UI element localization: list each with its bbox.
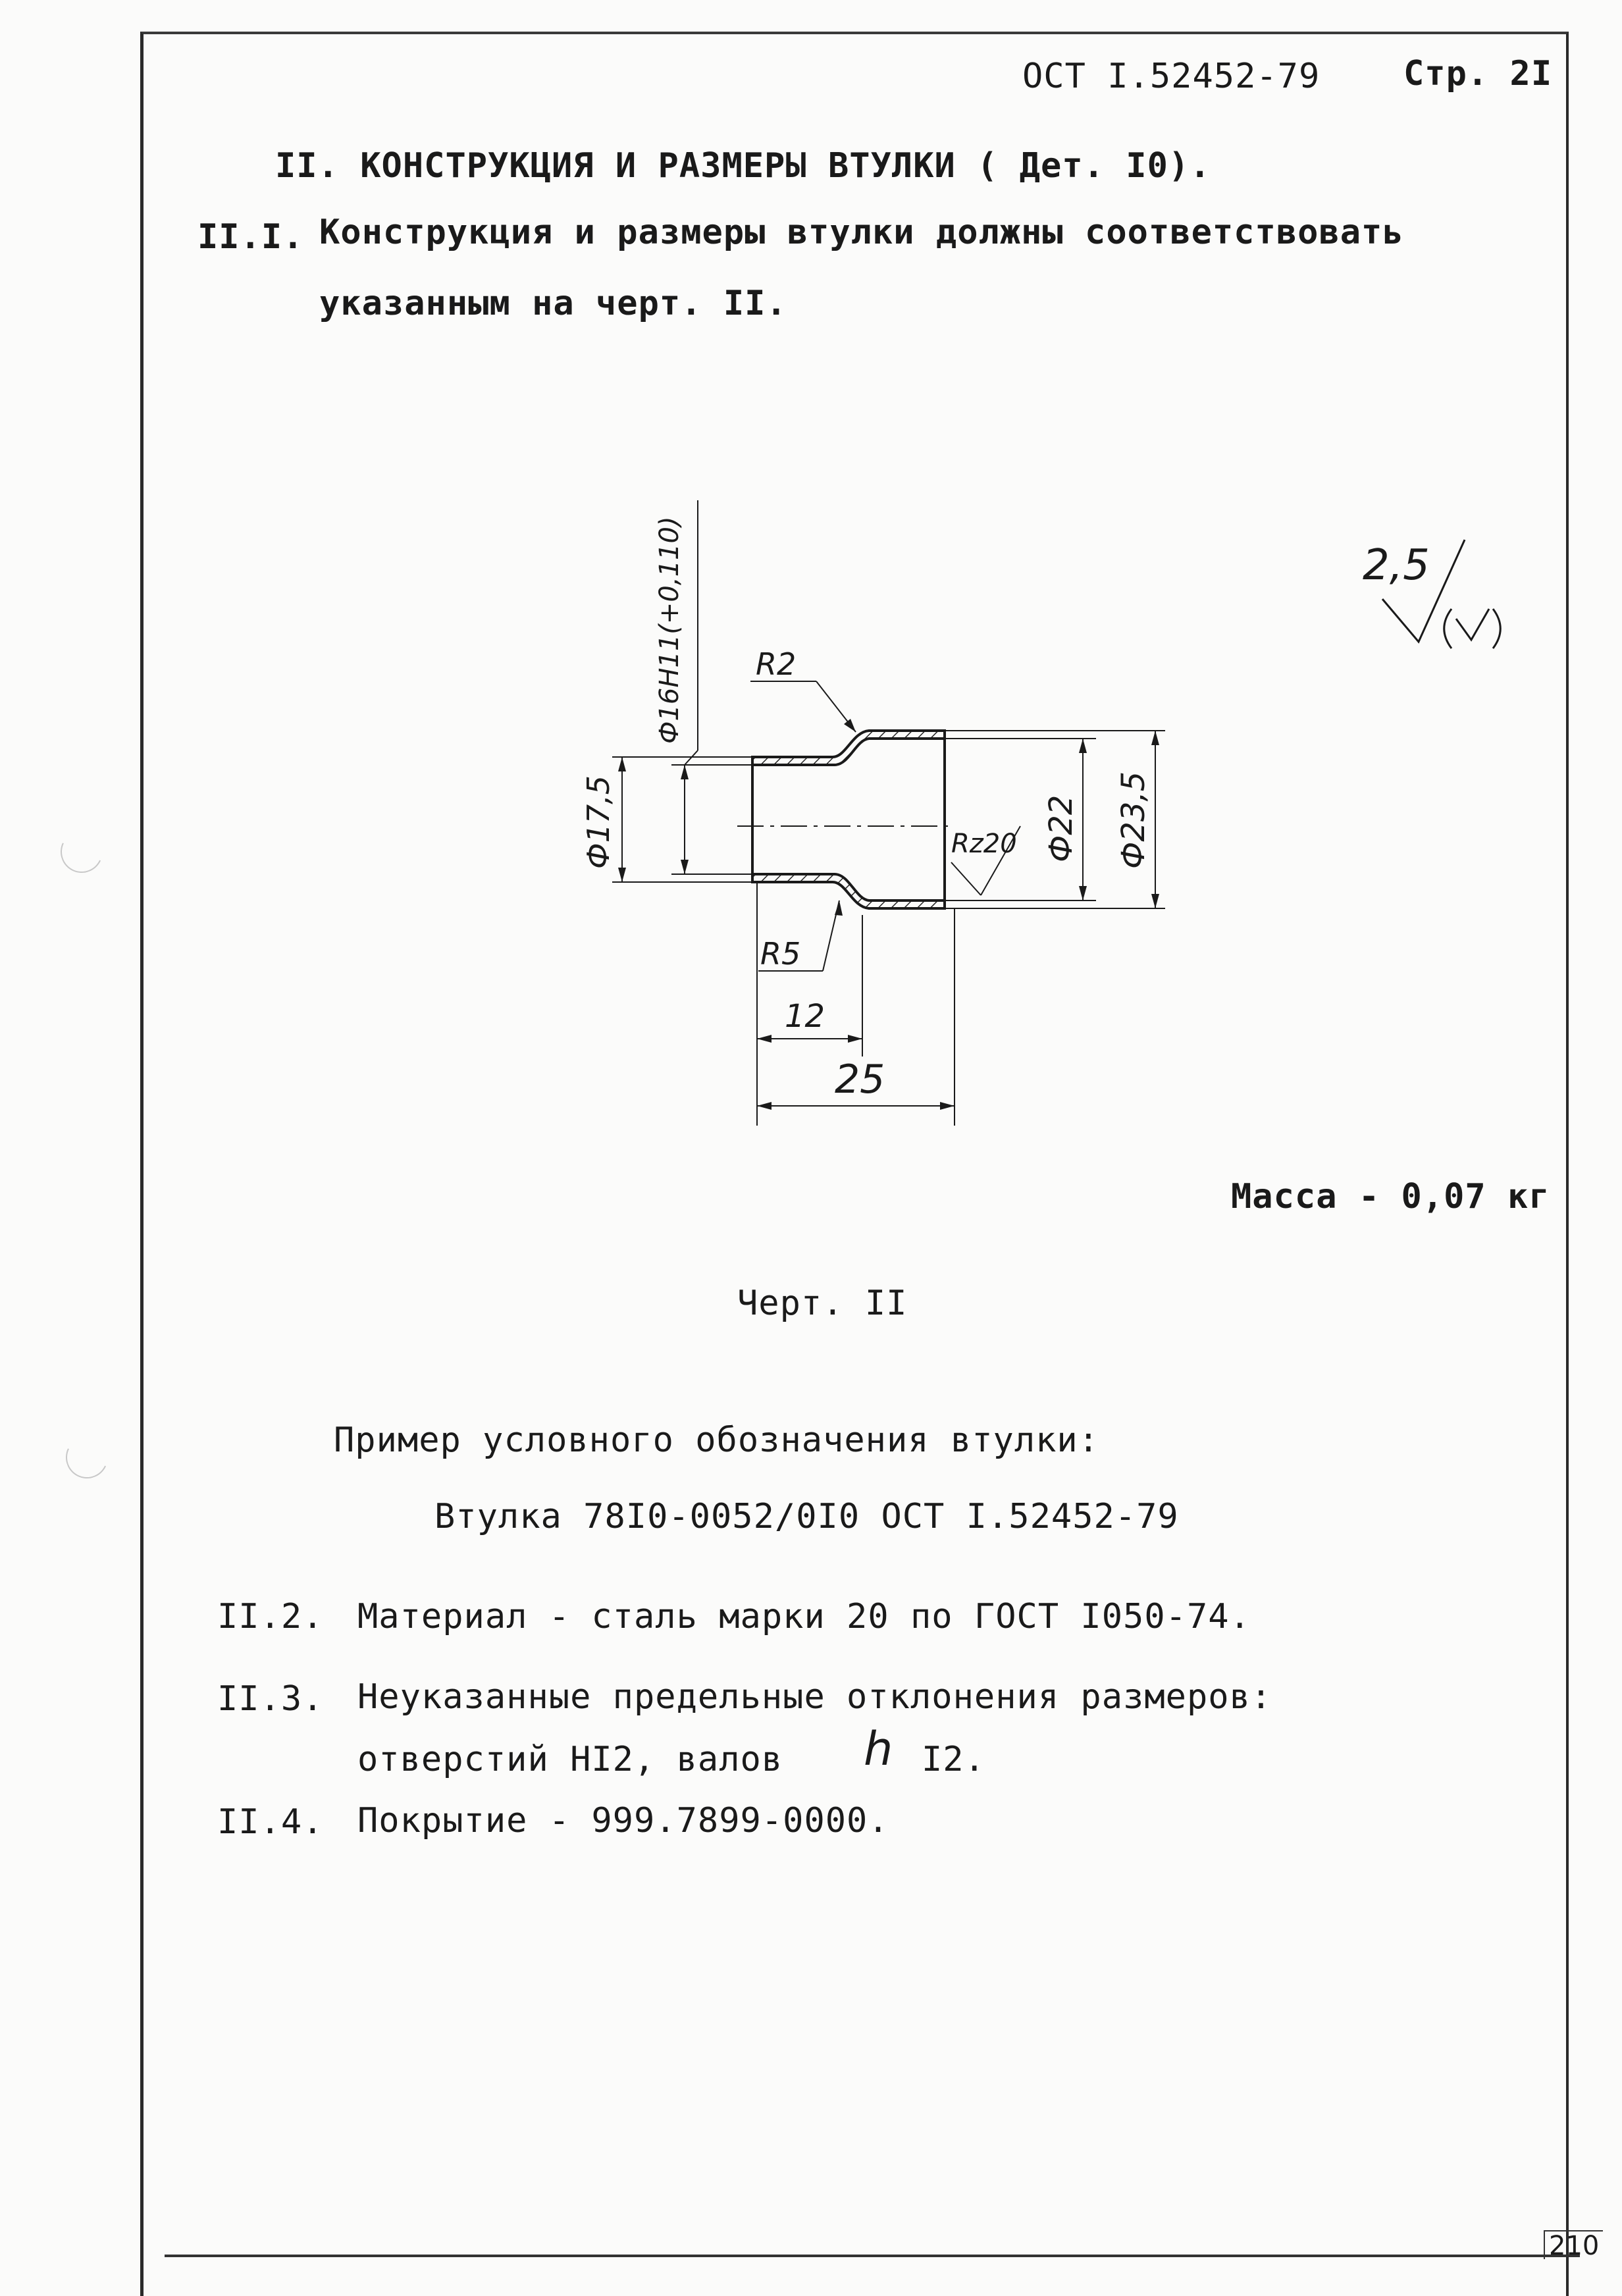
designation-value: Втулка 78I0-0052/0I0 ОСТ I.52452-79 [434,1497,1179,1536]
arrow [835,900,843,916]
drawing-caption: Черт. II [737,1284,908,1323]
arrow [681,765,689,779]
designation-label: Пример условного обозначения втулки: [334,1421,1100,1460]
sheet-frame [140,32,1569,2296]
arrow [757,1035,772,1043]
dim-d235-label: Ф23,5 [1115,771,1152,869]
scan-mark [59,1430,115,1485]
arrow [1079,739,1087,753]
roughness-symbol-bracket [1492,608,1502,649]
mass-label: Масса - 0,07 кг [1231,1177,1550,1216]
arrow [848,1035,862,1043]
arrow [618,868,626,882]
dim-d175-label: Ф17,5 [581,775,616,869]
roughness-value: 2,5 [1363,541,1430,590]
arrow [1151,731,1159,745]
roughness-mark [980,825,1021,896]
dim-bore-label: Ф16Н11(+0,110) [654,516,685,744]
roughness-symbol [1455,608,1490,642]
dim-d22-label: Ф22 [1043,795,1080,862]
page-label: Стр. 2I [1403,54,1553,93]
arrow [618,757,626,771]
roughness-symbol-bracket [1443,608,1453,649]
leader-bore [684,750,698,766]
bottom-border [165,2255,1580,2257]
item-text: I2. [922,1740,985,1779]
page-number: 210 [1544,2230,1604,2259]
arrow [757,1102,772,1110]
item-number: II.3. [217,1679,324,1719]
arrow [1151,894,1159,908]
arrow [844,719,856,732]
item-text: Материал - сталь марки 20 по ГОСТ I050-7… [357,1597,1251,1636]
section-title: II. КОНСТРУКЦИЯ И РАЗМЕРЫ ВТУЛКИ ( Дет. … [275,146,1211,186]
item-text: указанным на черт. II. [319,284,787,323]
item-number: II.4. [217,1802,324,1842]
dim-12-label: 12 [785,998,825,1035]
arrow [1079,886,1087,900]
item-number: II.I. [197,217,304,257]
dim-r5-label: R5 [760,936,800,972]
technical-drawing: Ф17,5 Ф16Н11(+0,110) R2 R5 Rz20 Ф22 Ф23,… [581,500,1502,1126]
item-number: II.2. [217,1597,324,1636]
roughness-mark [951,862,981,896]
arrow [940,1102,955,1110]
item-text: Конструкция и размеры втулки должны соот… [319,213,1404,252]
dim-25-label: 25 [835,1057,885,1103]
handwritten-letter: h [864,1722,894,1776]
dim-r2-label: R2 [756,646,796,682]
arrow [681,860,689,874]
bushing-wall-bottom [751,873,946,910]
bushing-wall-top [751,729,946,766]
doc-code: ОСТ I.52452-79 [1022,57,1321,96]
item-text: Неуказанные предельные отклонения размер… [357,1677,1272,1717]
item-text: отверстий НI2, валов [357,1740,783,1779]
item-text: Покрытие - 999.7899-0000. [357,1801,889,1840]
dim-rz-label: Rz20 [951,829,1017,859]
roughness-symbol [1381,539,1466,644]
